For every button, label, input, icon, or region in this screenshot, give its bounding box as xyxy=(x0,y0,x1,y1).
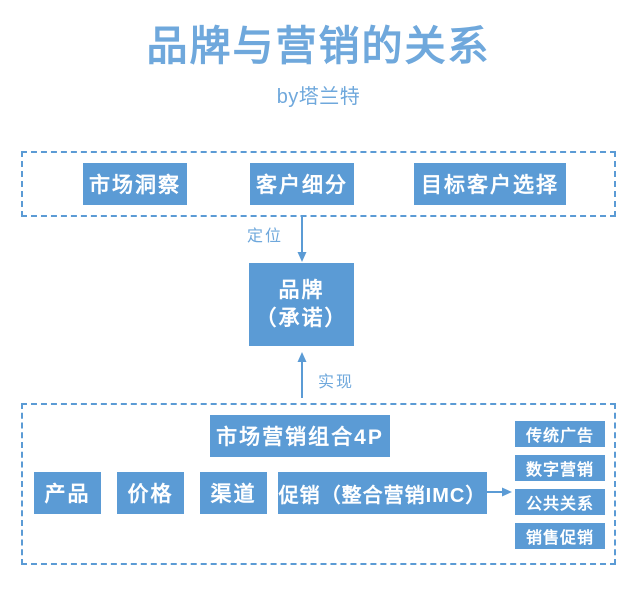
arrow-down-icon xyxy=(297,216,307,262)
box-channel-label: 渠道 xyxy=(210,483,257,506)
box-imc-traditional-advertising-label: 传统广告 xyxy=(525,428,594,445)
connector-label-realize: 实现 xyxy=(318,374,355,391)
box-channel[interactable]: 渠道 xyxy=(200,472,267,514)
box-imc-digital-marketing-label: 数字营销 xyxy=(525,462,594,479)
box-market-insight-label: 市场洞察 xyxy=(89,174,181,197)
box-price-label: 价格 xyxy=(127,483,174,506)
box-target-customer-selection-label: 目标客户选择 xyxy=(421,174,559,197)
box-imc-public-relations-label: 公共关系 xyxy=(525,496,594,513)
box-product[interactable]: 产品 xyxy=(34,472,101,514)
page-subtitle: by塔兰特 xyxy=(276,86,361,108)
box-imc-sales-promotion-label: 销售促销 xyxy=(525,530,594,547)
box-imc-digital-marketing[interactable]: 数字营销 xyxy=(515,455,605,481)
box-market-insight[interactable]: 市场洞察 xyxy=(83,163,187,205)
marketing-mix-group-container xyxy=(21,403,616,565)
box-brand[interactable]: 品牌 （承诺） xyxy=(249,263,354,346)
box-promotion-label: 促销（整合营销IMC） xyxy=(278,484,487,507)
box-imc-sales-promotion[interactable]: 销售促销 xyxy=(515,523,605,549)
connector-label-positioning: 定位 xyxy=(247,228,284,245)
arrow-right-icon xyxy=(486,487,512,497)
box-customer-segmentation-label: 客户细分 xyxy=(256,174,348,197)
box-brand-label-line2: （承诺） xyxy=(255,306,348,330)
box-target-customer-selection[interactable]: 目标客户选择 xyxy=(414,163,566,205)
page-title: 品牌与营销的关系 xyxy=(146,23,491,69)
segmentation-group-container xyxy=(21,151,616,217)
box-imc-public-relations[interactable]: 公共关系 xyxy=(515,489,605,515)
arrow-up-icon xyxy=(297,352,307,398)
box-marketing-mix-header-label: 市场营销组合4P xyxy=(216,426,384,449)
box-brand-label-line1: 品牌 xyxy=(278,278,325,302)
box-marketing-mix-header[interactable]: 市场营销组合4P xyxy=(210,415,390,457)
box-imc-traditional-advertising[interactable]: 传统广告 xyxy=(515,421,605,447)
box-promotion[interactable]: 促销（整合营销IMC） xyxy=(278,472,487,514)
box-customer-segmentation[interactable]: 客户细分 xyxy=(250,163,354,205)
box-product-label: 产品 xyxy=(44,483,91,506)
box-price[interactable]: 价格 xyxy=(117,472,184,514)
